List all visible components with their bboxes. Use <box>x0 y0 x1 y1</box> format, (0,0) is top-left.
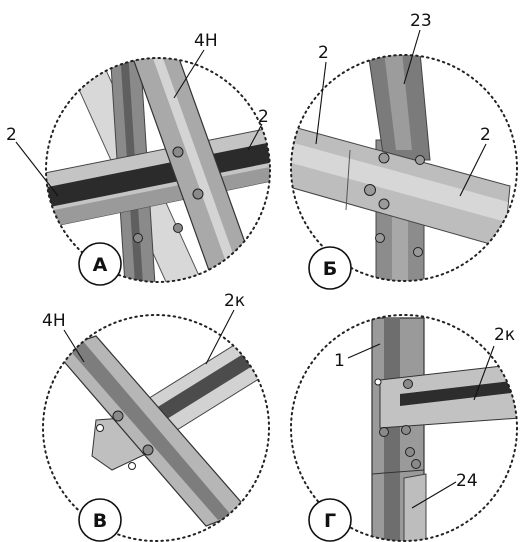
badge-g <box>308 498 352 542</box>
callout-g-2k: 2к <box>494 325 515 345</box>
detail-g-frame <box>290 314 518 542</box>
leader-a-2-left <box>15 141 59 197</box>
badge-v-label: В <box>93 510 107 532</box>
callout-g-24: 24 <box>456 471 478 491</box>
badge-a-label: А <box>93 254 108 276</box>
leader-g-1 <box>347 343 381 359</box>
leader-b-23 <box>403 29 421 85</box>
detail-v-drawing <box>52 333 269 527</box>
detail-panel-g: 1 2к 24 Г <box>290 314 518 542</box>
callout-a-2-left: 2 <box>6 125 17 145</box>
callout-b-23: 23 <box>410 11 432 31</box>
detail-panel-v: 4Н 2к В <box>42 291 270 542</box>
badge-b-label: Б <box>323 258 337 280</box>
detail-panel-b: 23 2 2 Б <box>290 11 518 290</box>
detail-panel-a: 4Н 2 2 А <box>6 31 271 286</box>
leader-b-2-right <box>459 143 487 197</box>
leader-a-4h <box>173 49 205 99</box>
leader-v-4h <box>63 329 85 363</box>
leader-g-2k <box>473 345 495 401</box>
badge-g-label: Г <box>324 510 336 532</box>
callout-v-4h: 4Н <box>42 311 66 331</box>
leader-a-2-right <box>247 123 263 151</box>
callout-a-4h: 4Н <box>194 31 218 51</box>
callout-a-2-right: 2 <box>258 107 269 127</box>
detail-v-frame <box>42 314 270 542</box>
detail-b-frame <box>290 54 518 282</box>
leader-v-2k <box>205 309 235 365</box>
detail-a-frame <box>45 57 271 283</box>
callout-g-1: 1 <box>334 351 345 371</box>
callout-b-2-left: 2 <box>318 43 329 63</box>
leader-b-2-left <box>315 61 327 145</box>
callout-b-2-right: 2 <box>480 125 491 145</box>
callout-v-2k: 2к <box>224 291 245 311</box>
detail-a-drawing <box>46 58 270 282</box>
detail-g-drawing <box>371 317 517 541</box>
badge-b <box>308 246 352 290</box>
badge-a <box>78 242 122 286</box>
badge-v <box>78 498 122 542</box>
leader-g-24 <box>411 481 457 509</box>
